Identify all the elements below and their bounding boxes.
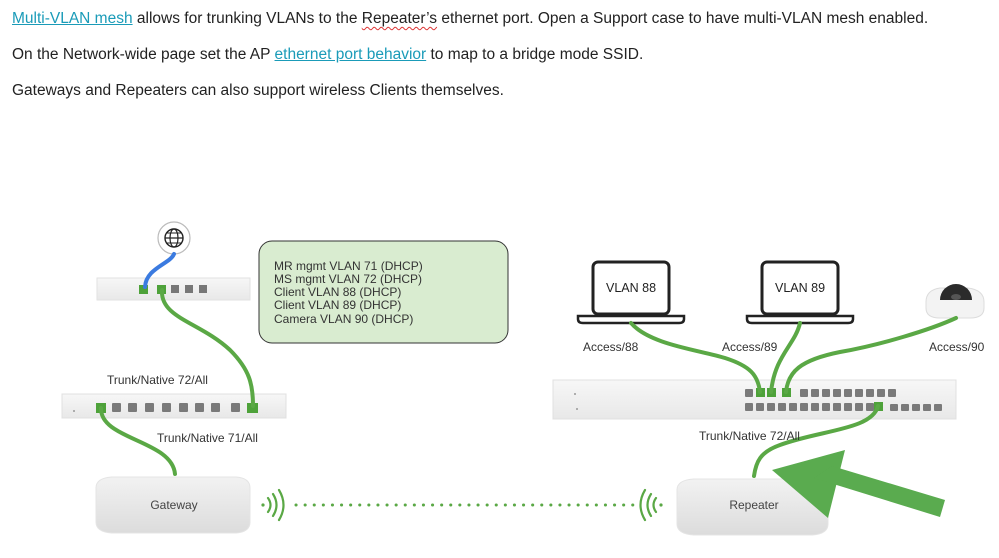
paragraph-text: ethernet port. Open a Support case to ha… (437, 10, 929, 27)
trunk-label: Trunk/Native 72/All (107, 373, 208, 387)
laptop-label: VLAN 88 (606, 281, 656, 295)
switch-port-active (247, 403, 258, 413)
access-label: Access/90 (929, 340, 985, 354)
switch-port-active (139, 285, 148, 294)
switch-port (185, 285, 193, 293)
trunk-cable (98, 406, 177, 476)
switch-port (199, 285, 207, 293)
access-cable (769, 321, 802, 394)
vlan-box-line: Client VLAN 88 (DHCP) (274, 285, 401, 299)
paragraph-text: allows for trunking VLANs to the (132, 10, 362, 27)
vlan-box-line: Client VLAN 89 (DHCP) (274, 298, 401, 312)
repeater-device: Repeater (676, 478, 829, 536)
paragraph-multi-vlan: Multi-VLAN mesh allows for trunking VLAN… (12, 9, 928, 29)
switch-port (171, 285, 179, 293)
laptop-label: VLAN 89 (775, 281, 825, 295)
laptop-icon: VLAN 88 (576, 260, 686, 325)
left-switch (61, 393, 287, 419)
arrow-icon (772, 450, 945, 518)
camera-icon (925, 284, 985, 319)
wireless-signal-icon (639, 488, 663, 522)
wireless-signal-icon (261, 488, 285, 522)
repeater-label: Repeater (729, 498, 778, 512)
trunk-label: Trunk/Native 72/All (699, 429, 800, 443)
uplink-cable (143, 252, 176, 289)
trunk-cable (159, 288, 255, 408)
access-label: Access/89 (722, 340, 778, 354)
paragraph-ethernet-port: On the Network-wide page set the AP ethe… (12, 45, 643, 65)
paragraph-wireless-clients: Gateways and Repeaters can also support … (12, 82, 504, 99)
repeater-word: Repeater’s (361, 10, 438, 27)
access-label: Access/88 (583, 340, 639, 354)
paragraph-text: On the Network-wide page set the AP (12, 46, 275, 63)
paragraph-text: to map to a bridge mode SSID. (426, 46, 644, 63)
right-switch (552, 379, 957, 420)
vlan-info-box: MR mgmt VLAN 71 (DHCP) MS mgmt VLAN 72 (… (258, 240, 509, 344)
trunk-label: Trunk/Native 71/All (157, 431, 258, 445)
top-switch (96, 277, 251, 301)
multi-vlan-mesh-link[interactable]: Multi-VLAN mesh (12, 10, 133, 27)
globe-icon (157, 221, 191, 255)
gateway-device: Gateway (95, 476, 251, 534)
ethernet-port-behavior-link[interactable]: ethernet port behavior (274, 46, 427, 63)
gateway-label: Gateway (150, 498, 197, 512)
access-cable (629, 321, 762, 394)
laptop-icon: VLAN 89 (745, 260, 855, 325)
access-cable (784, 316, 958, 394)
vlan-box-line: MR mgmt VLAN 71 (DHCP) (274, 259, 423, 273)
vlan-box-line: MS mgmt VLAN 72 (DHCP) (274, 272, 422, 286)
vlan-box-line: Camera VLAN 90 (DHCP) (274, 312, 413, 326)
trunk-cable (752, 404, 880, 478)
